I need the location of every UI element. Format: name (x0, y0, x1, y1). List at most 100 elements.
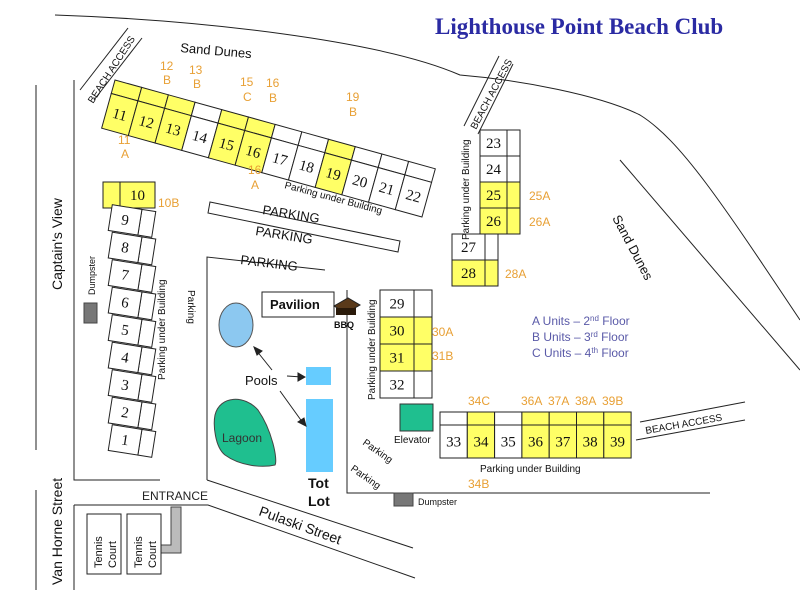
map-title: Lighthouse Point Beach Club (435, 14, 723, 39)
unit-number: 8 (120, 240, 130, 257)
parking-label: PARKING (240, 252, 299, 274)
sand-dunes-right-label: Sand Dunes (609, 212, 656, 283)
unit-tag: B (349, 105, 357, 119)
unit-1: 1 (107, 424, 157, 458)
unit-number: 25 (486, 188, 501, 204)
unit-upper-floor (484, 233, 499, 261)
tennis-court-1 (86, 513, 122, 575)
parking-under-building-label: Parking under Building (157, 279, 168, 380)
entrance-label: ENTRANCE (142, 489, 208, 503)
unit-tag: 34B (468, 477, 489, 491)
unit-number: 1 (120, 432, 130, 449)
unit-number: 23 (486, 136, 501, 152)
unit-upper-floor (413, 370, 433, 399)
unit-tag: 16 (248, 163, 262, 177)
unit-tag: 31B (432, 349, 453, 363)
unit-number: 27 (461, 240, 477, 256)
unit-number: 5 (120, 322, 130, 339)
unit-4: 4 (107, 341, 157, 376)
unit-box (479, 181, 508, 209)
dumpster-label: Dumpster (418, 497, 457, 507)
parking-label: Parking (348, 463, 382, 491)
unit-upper-floor (102, 181, 121, 209)
unit-number: 9 (120, 212, 130, 229)
tot-lot-label-2: Lot (308, 493, 330, 509)
unit-box (379, 343, 415, 372)
unit-upper-floor (466, 411, 496, 426)
parking-under-building-label: Parking under Building (461, 139, 472, 240)
unit-number: 6 (120, 295, 130, 312)
unit-upper-floor (506, 129, 521, 157)
unit-tag: 11 (118, 133, 131, 147)
unit-2: 2 (107, 396, 157, 431)
pulaski-street-label: Pulaski Street (257, 503, 344, 548)
unit-28: 28 (451, 259, 499, 287)
unit-31: 31 (379, 343, 433, 372)
parking-under-building-label: Parking under Building (367, 299, 378, 400)
unit-16: 16 (234, 116, 276, 174)
unit-29: 29 (379, 289, 433, 318)
unit-26: 26 (479, 207, 521, 235)
unit-box (451, 259, 486, 287)
unit-box (576, 424, 605, 459)
unit-27: 27 (451, 233, 499, 261)
pool-arrows (253, 345, 307, 427)
unit-upper-floor (494, 411, 523, 426)
unit-38: 38 (576, 411, 605, 459)
beach-access-middle: BEACH ACCESS (463, 55, 515, 135)
unit-upper-floor (413, 289, 433, 318)
unit-9: 9 (107, 204, 157, 238)
unit-box (107, 396, 143, 429)
pool-oval (218, 302, 254, 348)
unit-upper-floor (521, 411, 550, 426)
unit-34: 34 (466, 411, 496, 459)
parking-under-building-label: Parking under Building (480, 464, 581, 475)
unit-box (107, 341, 143, 374)
unit-box (107, 286, 143, 319)
unit-number: 39 (610, 435, 625, 451)
unit-box (521, 424, 550, 459)
unit-number: 18 (297, 158, 316, 177)
van-horne-street-label: Van Horne Street (49, 478, 65, 585)
unit-20: 20 (341, 146, 383, 203)
unit-tag: 38A (575, 394, 596, 408)
entrance-walkway (160, 506, 182, 554)
unit-number: 32 (390, 378, 405, 394)
unit-box (107, 314, 143, 346)
unit-33: 33 (439, 411, 468, 459)
unit-number: 29 (390, 297, 405, 313)
beach-line (619, 159, 800, 371)
unit-tag: C (243, 90, 252, 104)
unit-number: 35 (501, 435, 516, 451)
unit-37: 37 (548, 411, 578, 459)
bbq-icon (333, 297, 361, 315)
unit-tag: 16 (266, 76, 280, 90)
unit-5: 5 (107, 314, 157, 348)
unit-tag: A (121, 147, 129, 161)
unit-10: 10 (102, 181, 156, 209)
unit-30: 30 (379, 316, 433, 345)
dune-line (54, 14, 800, 321)
unit-tags: 11 A 12 B 13 B 15 C 16 B 16 A 19 B 10B 2… (118, 59, 623, 491)
unit-box (107, 231, 143, 264)
unit-15: 15 (207, 108, 250, 166)
unit-box (439, 424, 468, 459)
tennis-court-label: Tennis (133, 536, 145, 568)
unit-number: 38 (583, 435, 598, 451)
unit-8: 8 (107, 231, 157, 266)
unit-21: 21 (367, 153, 410, 211)
tot-lot-label-1: Tot (308, 475, 329, 491)
unit-number: 7 (120, 267, 130, 284)
beach-access-label: BEACH ACCESS (469, 57, 515, 131)
unit-tag: 15 (240, 75, 254, 89)
unit-upper-floor (506, 155, 521, 183)
unit-23: 23 (479, 129, 521, 157)
unit-3: 3 (107, 369, 157, 403)
unit-tag: 26A (529, 215, 550, 229)
unit-upper-floor (484, 259, 499, 287)
